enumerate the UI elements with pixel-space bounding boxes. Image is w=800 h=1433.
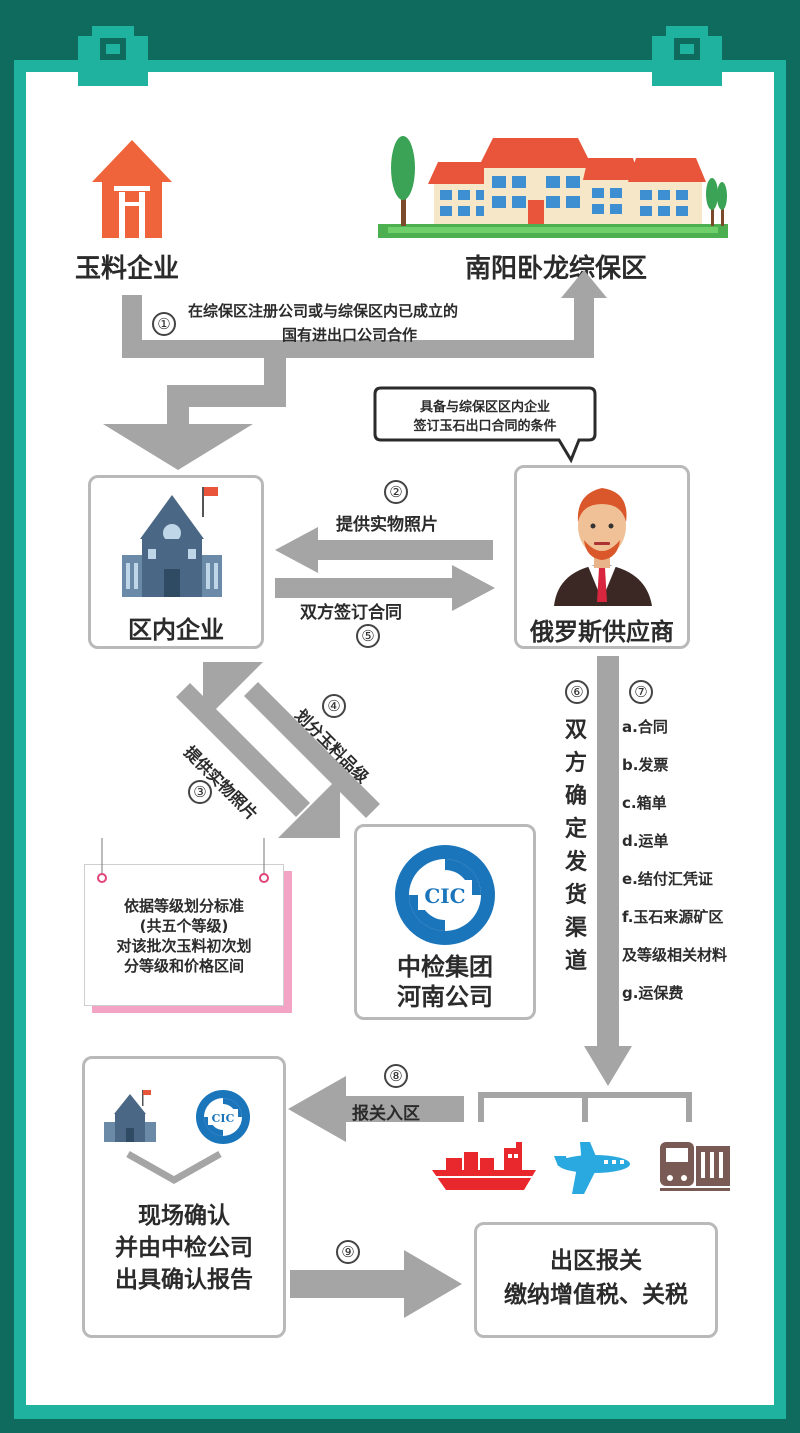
- cic-logo-icon: CIC: [395, 845, 495, 945]
- cic-label-line1: 中检集团: [397, 953, 493, 981]
- speech-bubble-text: 具备与综保区区内企业 签订玉石出口合同的条件: [377, 398, 593, 436]
- plane-icon: [554, 1142, 630, 1194]
- document-item: f.玉石来源矿区: [622, 908, 724, 926]
- exit-line1: 出区报关: [550, 1248, 642, 1274]
- zone-enterprise-building-icon: [122, 487, 222, 597]
- step6-arrow: [584, 656, 632, 1086]
- step1-number: ①: [152, 312, 176, 336]
- note-line4: 分等级和价格区间: [123, 957, 244, 975]
- zone-enterprise-label: 区内企业: [128, 616, 224, 644]
- bonded-zone-buildings-icon: [378, 136, 728, 238]
- onsite-building-icon: [104, 1090, 156, 1142]
- house-icon: [92, 140, 172, 238]
- step8-arrow: [288, 1076, 464, 1142]
- onsite-cic-logo-icon: CIC: [196, 1090, 250, 1144]
- step6-number: ⑥: [565, 680, 589, 704]
- cic-label: 中检集团 河南公司: [354, 952, 536, 1012]
- step2-step5-arrows: [275, 527, 495, 611]
- note-pins-icon: [97, 838, 269, 883]
- document-item: g.运保费: [622, 984, 684, 1002]
- speech-bubble-line1: 具备与综保区区内企业: [419, 400, 550, 415]
- document-item: c.箱单: [622, 794, 667, 812]
- exit-customs-box: [474, 1222, 718, 1338]
- jade-enterprise-label: 玉料企业: [75, 254, 180, 284]
- step3-number: ③: [188, 780, 212, 804]
- step7-number: ⑦: [629, 680, 653, 704]
- step2-number: ②: [384, 480, 408, 504]
- document-item: b.发票: [622, 756, 669, 774]
- ship-icon: [432, 1142, 536, 1190]
- document-item: e.结付汇凭证: [622, 870, 713, 888]
- step1-arrows: [103, 270, 607, 470]
- exit-customs-label: 出区报关 缴纳增值税、关税: [474, 1244, 718, 1312]
- step5-number: ⑤: [356, 624, 380, 648]
- step2-label: 提供实物照片: [336, 515, 438, 535]
- document-item: 及等级相关材料: [622, 946, 728, 964]
- cic-label-line2: 河南公司: [397, 983, 493, 1011]
- transport-bracket: [478, 1092, 692, 1122]
- note-line2: (共五个等级): [139, 917, 229, 935]
- onsite-cic-logo-text: CIC: [212, 1112, 235, 1125]
- step6-label: 双方确定发货渠道: [564, 718, 587, 974]
- step1-text-line1: 在综保区注册公司或与综保区内已成立的: [188, 302, 459, 320]
- speech-bubble-shape: [373, 386, 597, 464]
- step9-number: ⑨: [336, 1240, 360, 1264]
- note-line1: 依据等级划分标准: [123, 897, 244, 915]
- russian-supplier-label: 俄罗斯供应商: [530, 618, 674, 646]
- chevron-down-icon: [126, 1150, 222, 1185]
- note-card-text: 依据等级划分标准 (共五个等级) 对该批次玉料初次划 分等级和价格区间: [84, 896, 284, 976]
- exit-line2: 缴纳增值税、关税: [504, 1282, 688, 1308]
- tab-right-icon: [652, 26, 722, 86]
- onsite-line3: 出具确认报告: [115, 1267, 253, 1293]
- speech-bubble-line2: 签订玉石出口合同的条件: [413, 419, 557, 434]
- bonded-zone-label: 南阳卧龙综保区: [465, 254, 648, 284]
- supplier-avatar-icon: [554, 488, 652, 606]
- onsite-line1: 现场确认: [138, 1203, 230, 1229]
- note-line3: 对该批次玉料初次划: [116, 937, 252, 955]
- onsite-confirm-label: 现场确认 并由中检公司 出具确认报告: [82, 1200, 286, 1296]
- step8-label: 报关入区: [352, 1104, 420, 1124]
- note-card: [84, 864, 284, 1006]
- onsite-confirm-box: [82, 1056, 286, 1338]
- step9-arrow: [290, 1250, 462, 1318]
- onsite-line2: 并由中检公司: [115, 1235, 253, 1261]
- step1-text-line2: 国有进出口公司合作: [282, 326, 418, 344]
- step4-number: ④: [322, 694, 346, 718]
- step8-number: ⑧: [384, 1064, 408, 1088]
- train-icon: [660, 1142, 730, 1191]
- step3-step4-arrows: [176, 662, 380, 838]
- document-item: a.合同: [622, 718, 668, 736]
- tab-left-icon: [78, 26, 148, 86]
- cic-logo-text: CIC: [424, 884, 465, 908]
- document-item: d.运单: [622, 832, 669, 850]
- step5-label: 双方签订合同: [300, 603, 402, 623]
